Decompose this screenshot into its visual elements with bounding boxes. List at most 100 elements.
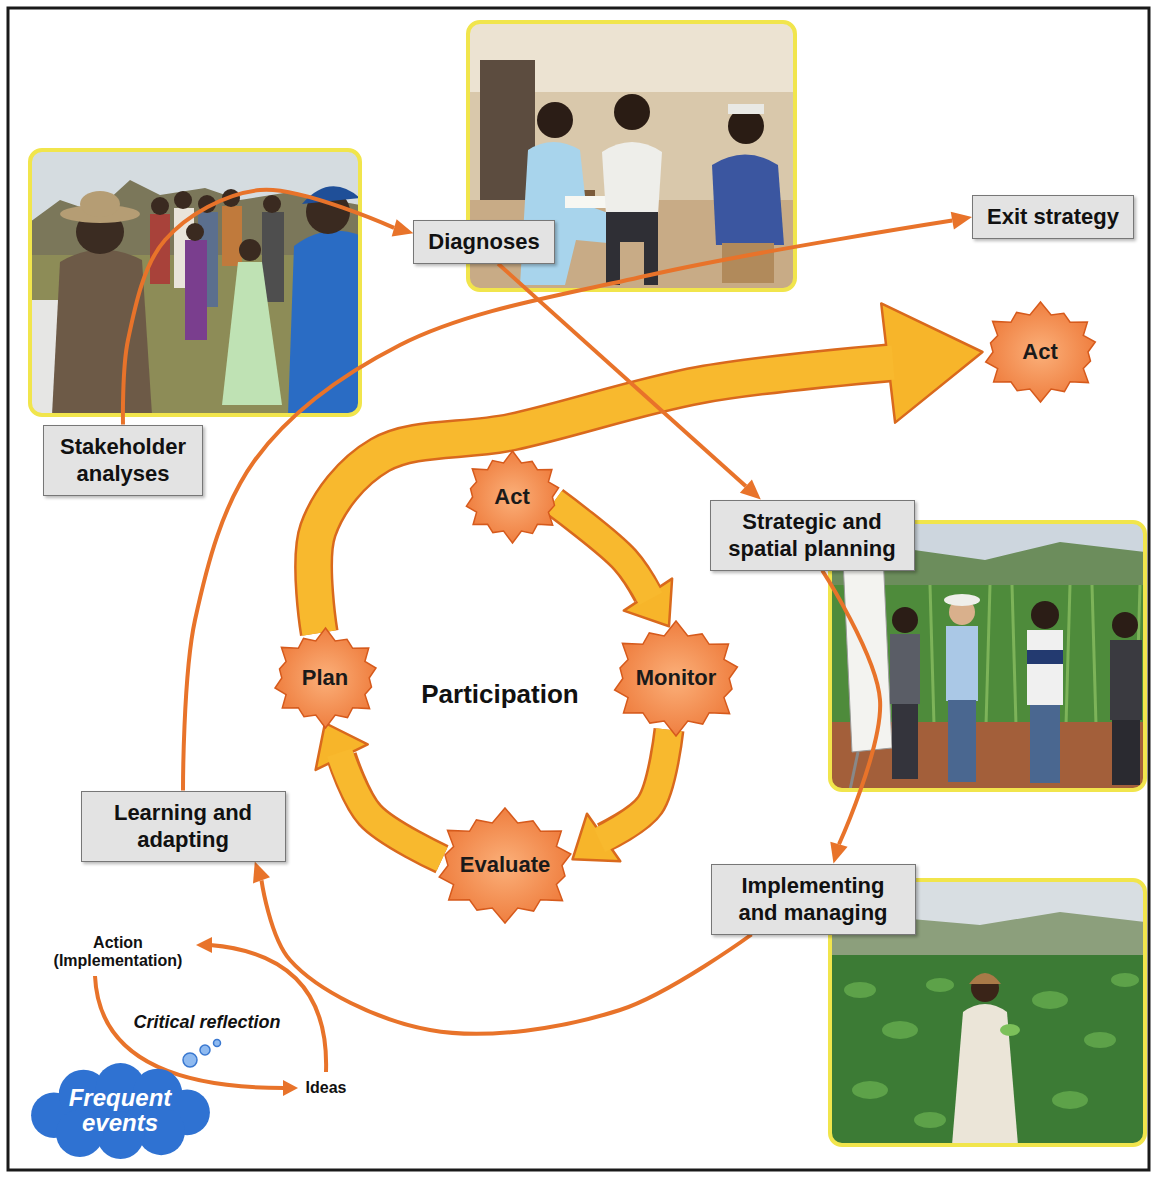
photo-stakeholders (263, 195, 281, 213)
starburst-shape (439, 808, 571, 923)
photo-planning (1027, 630, 1063, 705)
photo-field (830, 955, 1145, 1145)
photo-planning (948, 700, 976, 782)
node-text: Exit strategy (987, 203, 1119, 231)
starburst-shape (615, 621, 738, 736)
node-text: Implementing and managing (726, 872, 901, 927)
photo-field (969, 973, 1001, 984)
cycle-starburst: Act (460, 451, 565, 543)
text-label: Ideas (306, 1079, 347, 1097)
flow-arrows (123, 190, 972, 1034)
photo-field (926, 978, 954, 992)
photo-planning (1112, 612, 1138, 638)
node-text: Monitor (636, 665, 717, 691)
cycle-starburst: Act (978, 302, 1103, 402)
photo-planning (1030, 705, 1060, 783)
photo-stakeholders (30, 150, 360, 415)
flow-arrow (822, 571, 880, 864)
photo-field (914, 1112, 946, 1128)
connector-line (183, 221, 952, 791)
connector-line (123, 190, 394, 425)
photo-stakeholders (174, 191, 192, 209)
node-text: Act (494, 484, 529, 510)
photo-planning (930, 585, 934, 725)
text-label: Participation (421, 680, 578, 710)
photo-planning (1110, 640, 1142, 720)
photo-planning (986, 585, 990, 725)
photo-stakeholders (288, 231, 360, 415)
event-cloud: Frequent events (28, 1063, 213, 1158)
arrow-body (314, 362, 894, 633)
cycle-arrow (316, 723, 442, 859)
photo-planning (1112, 720, 1140, 785)
process-box: Learning and adapting (81, 791, 286, 862)
starburst-shape (275, 628, 376, 728)
photo-stakeholders (80, 191, 120, 217)
photo-stakeholders (30, 150, 360, 415)
photo-field (1111, 973, 1139, 987)
photo-stakeholders (186, 223, 204, 241)
arrow-body (340, 753, 443, 860)
photo-stakeholders (151, 197, 169, 215)
outer-frame (8, 8, 1149, 1170)
photo-planning (1031, 601, 1059, 629)
thought-bubbles (200, 1045, 210, 1055)
photo-field (882, 1021, 918, 1039)
node-text: Act (1022, 339, 1057, 365)
arrow-head (740, 479, 761, 499)
connector-line (498, 264, 746, 486)
photo-field (1032, 991, 1068, 1009)
cycle-starburst: Monitor (606, 621, 746, 736)
photo-stakeholders (222, 262, 282, 405)
text-label: Action (Implementation) (43, 934, 193, 971)
arrow-head (253, 862, 270, 884)
arrow-head (881, 303, 982, 422)
photo-planning (1092, 585, 1096, 725)
arrow-head (830, 842, 847, 864)
flow-arrow (123, 190, 413, 425)
photo-planning (892, 607, 918, 633)
photo-diagnosis (728, 104, 764, 114)
node-text: Stakeholder analyses (58, 433, 188, 488)
photo-planning (944, 594, 980, 606)
connector-line (822, 571, 880, 845)
photo-stakeholders (239, 239, 261, 261)
photo-stakeholders (222, 206, 242, 266)
arrow-body (554, 502, 651, 599)
node-text: Frequent events (55, 1085, 185, 1135)
photo-diagnosis (537, 102, 573, 138)
photo-diagnosis (722, 243, 774, 283)
flow-arrow (183, 212, 972, 791)
photo-planning (1012, 585, 1016, 725)
thought-bubbles (183, 1053, 197, 1067)
process-box: Stakeholder analyses (43, 425, 203, 496)
process-box: Strategic and spatial planning (710, 500, 915, 571)
process-box: Exit strategy (972, 195, 1134, 239)
photo-diagnosis (606, 240, 620, 285)
photo-field (1052, 1091, 1088, 1109)
node-text: Strategic and spatial planning (725, 508, 900, 563)
thought-bubbles (214, 1040, 221, 1047)
photo-diagnosis (606, 212, 658, 242)
photo-stakeholders (30, 150, 362, 415)
photo-field (1000, 1024, 1020, 1036)
photo-field (1084, 1032, 1116, 1048)
photo-field (852, 1081, 888, 1099)
starburst-shape (985, 302, 1095, 402)
arrow-head (951, 212, 972, 230)
process-box: Diagnoses (413, 220, 554, 264)
photo-stakeholders (52, 249, 152, 415)
photo-diagnosis (602, 142, 662, 215)
node-text: Plan (302, 665, 348, 691)
photo-planning (946, 626, 978, 701)
text-label: Critical reflection (133, 1012, 280, 1033)
photo-planning (1066, 585, 1070, 725)
photo-field (844, 982, 876, 998)
photo-diagnosis (644, 240, 658, 285)
node-text: Diagnoses (428, 228, 539, 256)
photo-planning (850, 752, 858, 790)
photo-diagnosis (614, 94, 650, 130)
arrow-head (392, 219, 414, 236)
cycle-arrow (314, 303, 983, 633)
